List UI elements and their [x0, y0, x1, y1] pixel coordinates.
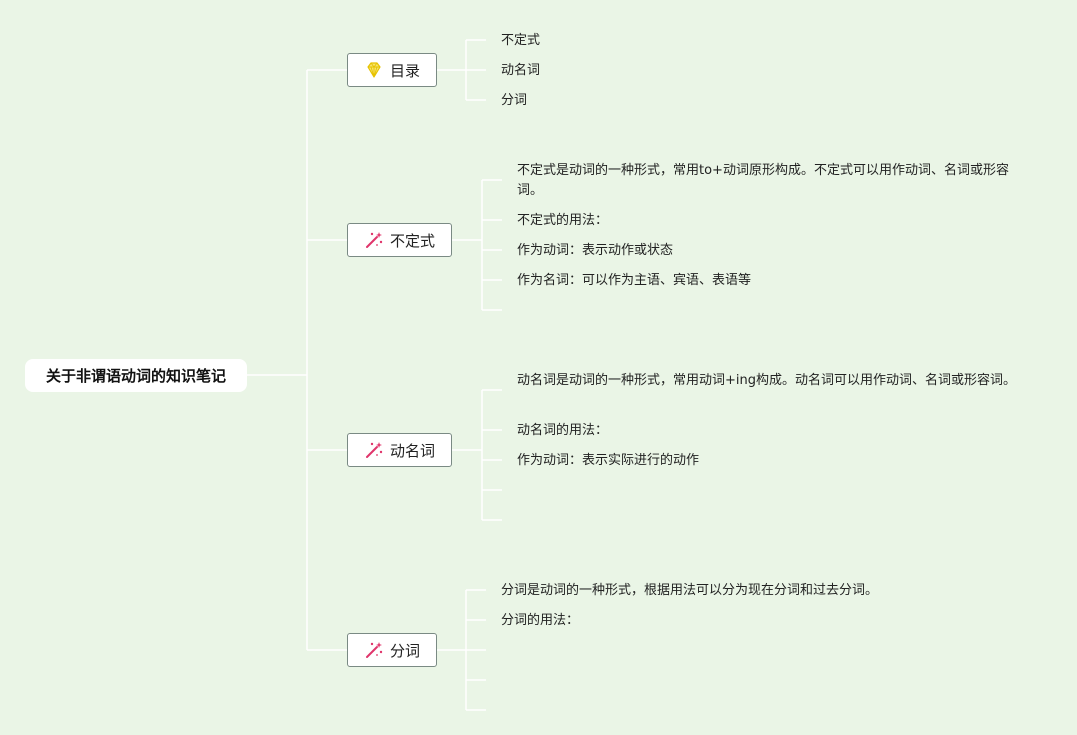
branch-node-participle[interactable]: 分词 [347, 633, 437, 667]
branch-node-infinitive[interactable]: 不定式 [347, 223, 452, 257]
leaf-node[interactable]: 作为动词：表示动作或状态 [517, 243, 674, 258]
leaf-node[interactable]: 动名词的用法： [517, 423, 609, 438]
branch-node-gerund[interactable]: 动名词 [347, 433, 452, 467]
magic-wand-icon [365, 232, 383, 248]
leaf-node[interactable]: 作为名词：可以作为主语、宾语、表语等 [517, 273, 752, 288]
diamond-icon [367, 62, 381, 78]
leaf-node[interactable]: 动名词是动词的一种形式，常用动词+ing构成。动名词可以用作动词、名词或形容词。 [517, 373, 1016, 388]
branch-label: 动名词 [389, 441, 435, 460]
branch-label: 分词 [389, 641, 420, 660]
leaf-node[interactable]: 分词 [501, 93, 528, 108]
magic-wand-icon [365, 442, 383, 458]
branch-label: 目录 [389, 61, 420, 80]
leaf-node[interactable]: 不定式的用法： [517, 213, 609, 228]
root-node[interactable]: 关于非谓语动词的知识笔记 [25, 359, 247, 392]
branch-node-contents[interactable]: 目录 [347, 53, 437, 87]
leaf-node[interactable]: 作为动词：表示实际进行的动作 [517, 453, 700, 468]
leaf-node[interactable]: 分词是动词的一种形式，根据用法可以分为现在分词和过去分词。 [501, 583, 879, 598]
leaf-node[interactable]: 不定式 [501, 33, 541, 48]
root-label: 关于非谓语动词的知识笔记 [45, 367, 226, 385]
leaf-node[interactable]: 不定式是动词的一种形式，常用to+动词原形构成。不定式可以用作动词、名词或形容词… [517, 163, 1009, 198]
leaf-node[interactable]: 动名词 [501, 63, 541, 78]
leaf-node[interactable]: 分词的用法： [501, 613, 580, 628]
magic-wand-icon [365, 642, 383, 658]
branch-label: 不定式 [389, 231, 435, 250]
